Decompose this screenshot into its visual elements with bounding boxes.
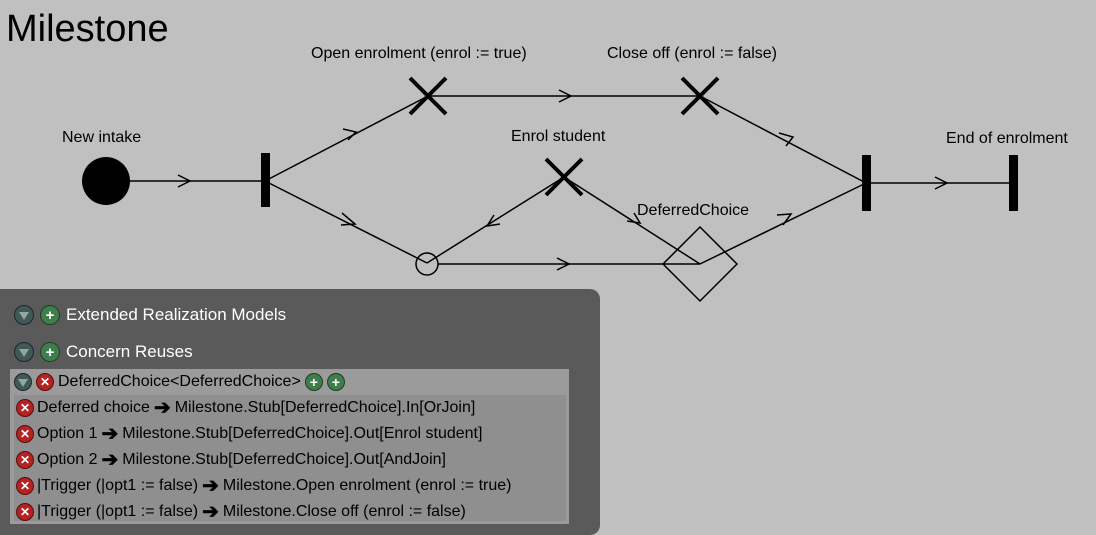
and-join-bar[interactable]	[862, 155, 871, 211]
mapping-row: ✕ |Trigger (|opt1 := false) ➔ Milestone.…	[14, 499, 566, 525]
arrowhead-icon	[558, 89, 573, 103]
or-join[interactable]	[415, 252, 439, 276]
mapping-from: Option 1	[37, 425, 98, 442]
add-icon[interactable]: +	[40, 305, 60, 325]
concern-reuses-label: Concern Reuses	[66, 342, 193, 361]
concern-reuse-name: DeferredChoice<DeferredChoice>	[58, 373, 301, 390]
delete-icon[interactable]: ✕	[16, 451, 34, 469]
label-close-off: Close off (enrol := false)	[607, 45, 777, 62]
deferred-choice-stub[interactable]	[661, 225, 739, 303]
mapping-from: Option 2	[37, 451, 98, 468]
arrowhead-icon	[556, 257, 571, 271]
collapse-icon[interactable]	[14, 305, 34, 325]
path-orjoin-to-enrol	[426, 176, 565, 264]
arrowhead-icon	[340, 212, 357, 226]
mapping-row: ✕ |Trigger (|opt1 := false) ➔ Milestone.…	[14, 473, 566, 499]
delete-icon[interactable]: ✕	[36, 373, 54, 391]
arrowhead-icon	[626, 212, 642, 224]
mapping-to: Milestone.Stub[DeferredChoice].In[OrJoin…	[174, 399, 476, 416]
extended-realization-models-row: + Extended Realization Models	[14, 303, 286, 327]
add-icon[interactable]: +	[304, 373, 323, 391]
end-point-bar[interactable]	[1009, 155, 1018, 211]
arrowhead-icon	[342, 128, 358, 141]
responsibility-close-off[interactable]	[680, 76, 720, 116]
delete-icon[interactable]: ✕	[16, 477, 34, 495]
arrowhead-icon	[776, 213, 793, 226]
mapping-row: ✕ Deferred choice ➔ Milestone.Stub[Defer…	[14, 395, 566, 421]
mapping-list: ✕ Deferred choice ➔ Milestone.Stub[Defer…	[14, 395, 566, 522]
mapping-from: Deferred choice	[37, 399, 150, 416]
arrow-right-icon: ➔	[153, 397, 171, 419]
label-new-intake: New intake	[62, 129, 141, 146]
arrow-right-icon: ➔	[101, 449, 119, 471]
mapping-row: ✕ Option 2 ➔ Milestone.Stub[DeferredChoi…	[14, 447, 566, 473]
arrowhead-icon	[177, 174, 192, 188]
collapse-icon[interactable]	[14, 342, 34, 362]
responsibility-enrol-student[interactable]	[544, 157, 584, 197]
path-choice-to-enrol	[563, 176, 701, 265]
mapping-from: |Trigger (|opt1 := false)	[37, 477, 199, 494]
mapping-from: |Trigger (|opt1 := false)	[37, 503, 199, 520]
path-fork-to-orjoin	[264, 180, 428, 264]
collapse-icon[interactable]	[14, 373, 32, 391]
label-deferred-choice: DeferredChoice	[637, 202, 749, 219]
concern-reuse-item: ✕ DeferredChoice<DeferredChoice> + + ✕ D…	[10, 369, 569, 524]
mapping-to: Milestone.Stub[DeferredChoice].Out[Enrol…	[122, 425, 483, 442]
extended-realization-models-label: Extended Realization Models	[66, 305, 287, 324]
mapping-to: Milestone.Stub[DeferredChoice].Out[AndJo…	[122, 451, 446, 468]
path-choice-to-join	[699, 182, 867, 265]
delete-icon[interactable]: ✕	[16, 503, 34, 521]
arrow-right-icon: ➔	[202, 501, 219, 523]
concern-reuses-row: + Concern Reuses	[14, 340, 193, 364]
delete-icon[interactable]: ✕	[16, 425, 34, 443]
arrowhead-icon	[934, 176, 949, 190]
start-point[interactable]	[82, 157, 130, 205]
path-close-to-join	[699, 95, 867, 184]
label-end-of-enrolment: End of enrolment	[946, 130, 1068, 147]
concern-reuse-header: ✕ DeferredChoice<DeferredChoice> + +	[14, 371, 345, 393]
path-fork-to-open	[264, 95, 429, 182]
arrow-right-icon: ➔	[101, 423, 119, 445]
mapping-row: ✕ Option 1 ➔ Milestone.Stub[DeferredChoi…	[14, 421, 566, 447]
delete-icon[interactable]: ✕	[16, 399, 34, 417]
mapping-to: Milestone.Close off (enrol := false)	[222, 503, 466, 520]
arrowhead-icon	[778, 132, 795, 147]
arrow-right-icon: ➔	[202, 475, 219, 497]
responsibility-open-enrolment[interactable]	[408, 76, 448, 116]
mapping-to: Milestone.Open enrolment (enrol := true)	[222, 477, 512, 494]
label-enrol-student: Enrol student	[511, 128, 606, 145]
and-fork-bar[interactable]	[261, 153, 270, 207]
add-icon[interactable]: +	[40, 342, 60, 362]
arrowhead-icon	[485, 214, 501, 227]
diagram-title: Milestone	[6, 8, 169, 50]
add-icon[interactable]: +	[326, 373, 345, 391]
label-open-enrolment: Open enrolment (enrol := true)	[311, 45, 527, 62]
